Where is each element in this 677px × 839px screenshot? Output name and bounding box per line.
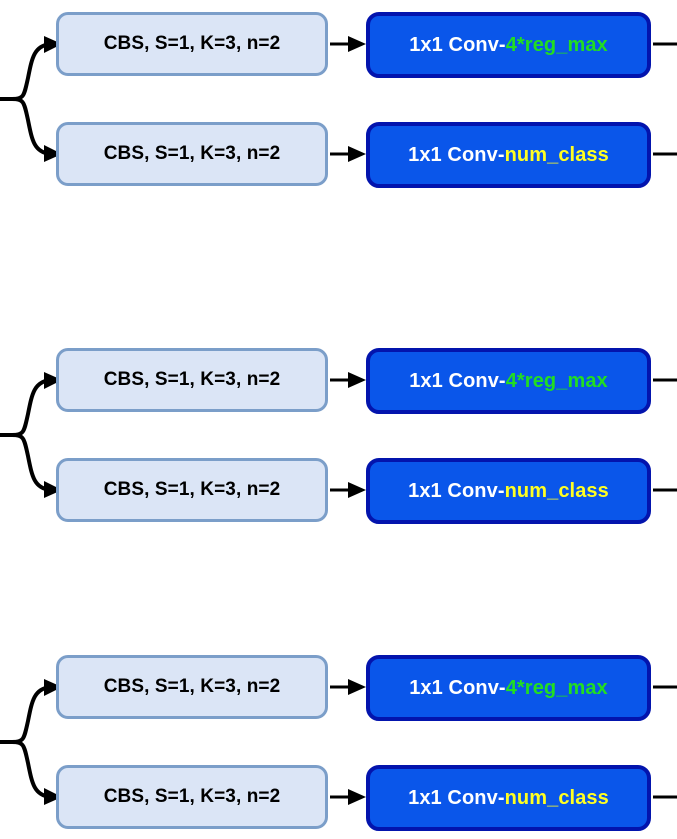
split-branch-lower-line [0, 740, 51, 799]
conv-block-prefix: 1x1 Conv- [408, 786, 505, 809]
conv-block-accent: 4*reg_max [505, 676, 608, 699]
cbs-block-label: CBS, S=1, K=3, n=2 [103, 786, 281, 807]
head-group-1: CBS, S=1, K=3, n=2 1x1 Conv-4*reg_max CB… [0, 0, 677, 188]
conv-block-accent: 4*reg_max [505, 369, 608, 392]
split-branch-lower-line [0, 97, 51, 156]
conv-block-accent: 4*reg_max [505, 33, 608, 56]
head-group-3: CBS, S=1, K=3, n=2 1x1 Conv-4*reg_max CB… [0, 643, 677, 831]
cbs-block-classification[interactable]: CBS, S=1, K=3, n=2 [56, 122, 328, 186]
conv-block-regression[interactable]: 1x1 Conv-4*reg_max [366, 655, 651, 721]
split-branch-upper-line [0, 685, 51, 744]
cbs-block-regression[interactable]: CBS, S=1, K=3, n=2 [56, 12, 328, 76]
cbs-to-conv-arrowhead-upper [348, 679, 366, 695]
conv-block-regression[interactable]: 1x1 Conv-4*reg_max [366, 12, 651, 78]
conv-block-prefix: 1x1 Conv- [409, 369, 506, 392]
cbs-block-regression[interactable]: CBS, S=1, K=3, n=2 [56, 348, 328, 412]
cbs-block-classification[interactable]: CBS, S=1, K=3, n=2 [56, 458, 328, 522]
split-branch-upper-line [0, 378, 51, 437]
conv-block-classification[interactable]: 1x1 Conv-num_class [366, 458, 651, 524]
conv-block-accent: num_class [504, 786, 609, 809]
conv-block-classification[interactable]: 1x1 Conv-num_class [366, 765, 651, 831]
split-branch-lower-line [0, 433, 51, 492]
cbs-to-conv-arrowhead-upper [348, 36, 366, 52]
conv-block-prefix: 1x1 Conv- [408, 479, 505, 502]
conv-block-prefix: 1x1 Conv- [409, 33, 506, 56]
conv-block-regression[interactable]: 1x1 Conv-4*reg_max [366, 348, 651, 414]
cbs-block-classification[interactable]: CBS, S=1, K=3, n=2 [56, 765, 328, 829]
cbs-block-label: CBS, S=1, K=3, n=2 [103, 143, 281, 164]
head-group-2: CBS, S=1, K=3, n=2 1x1 Conv-4*reg_max CB… [0, 336, 677, 524]
conv-block-prefix: 1x1 Conv- [408, 143, 505, 166]
cbs-block-label: CBS, S=1, K=3, n=2 [103, 33, 281, 54]
cbs-block-label: CBS, S=1, K=3, n=2 [103, 479, 281, 500]
cbs-to-conv-arrowhead-lower [348, 146, 366, 162]
cbs-to-conv-arrowhead-lower [348, 789, 366, 805]
cbs-block-label: CBS, S=1, K=3, n=2 [103, 369, 281, 390]
split-branch-upper-line [0, 42, 51, 101]
cbs-to-conv-arrowhead-lower [348, 482, 366, 498]
conv-block-accent: num_class [504, 143, 609, 166]
conv-block-classification[interactable]: 1x1 Conv-num_class [366, 122, 651, 188]
conv-block-prefix: 1x1 Conv- [409, 676, 506, 699]
conv-block-accent: num_class [504, 479, 609, 502]
cbs-to-conv-arrowhead-upper [348, 372, 366, 388]
cbs-block-regression[interactable]: CBS, S=1, K=3, n=2 [56, 655, 328, 719]
cbs-block-label: CBS, S=1, K=3, n=2 [103, 676, 281, 697]
